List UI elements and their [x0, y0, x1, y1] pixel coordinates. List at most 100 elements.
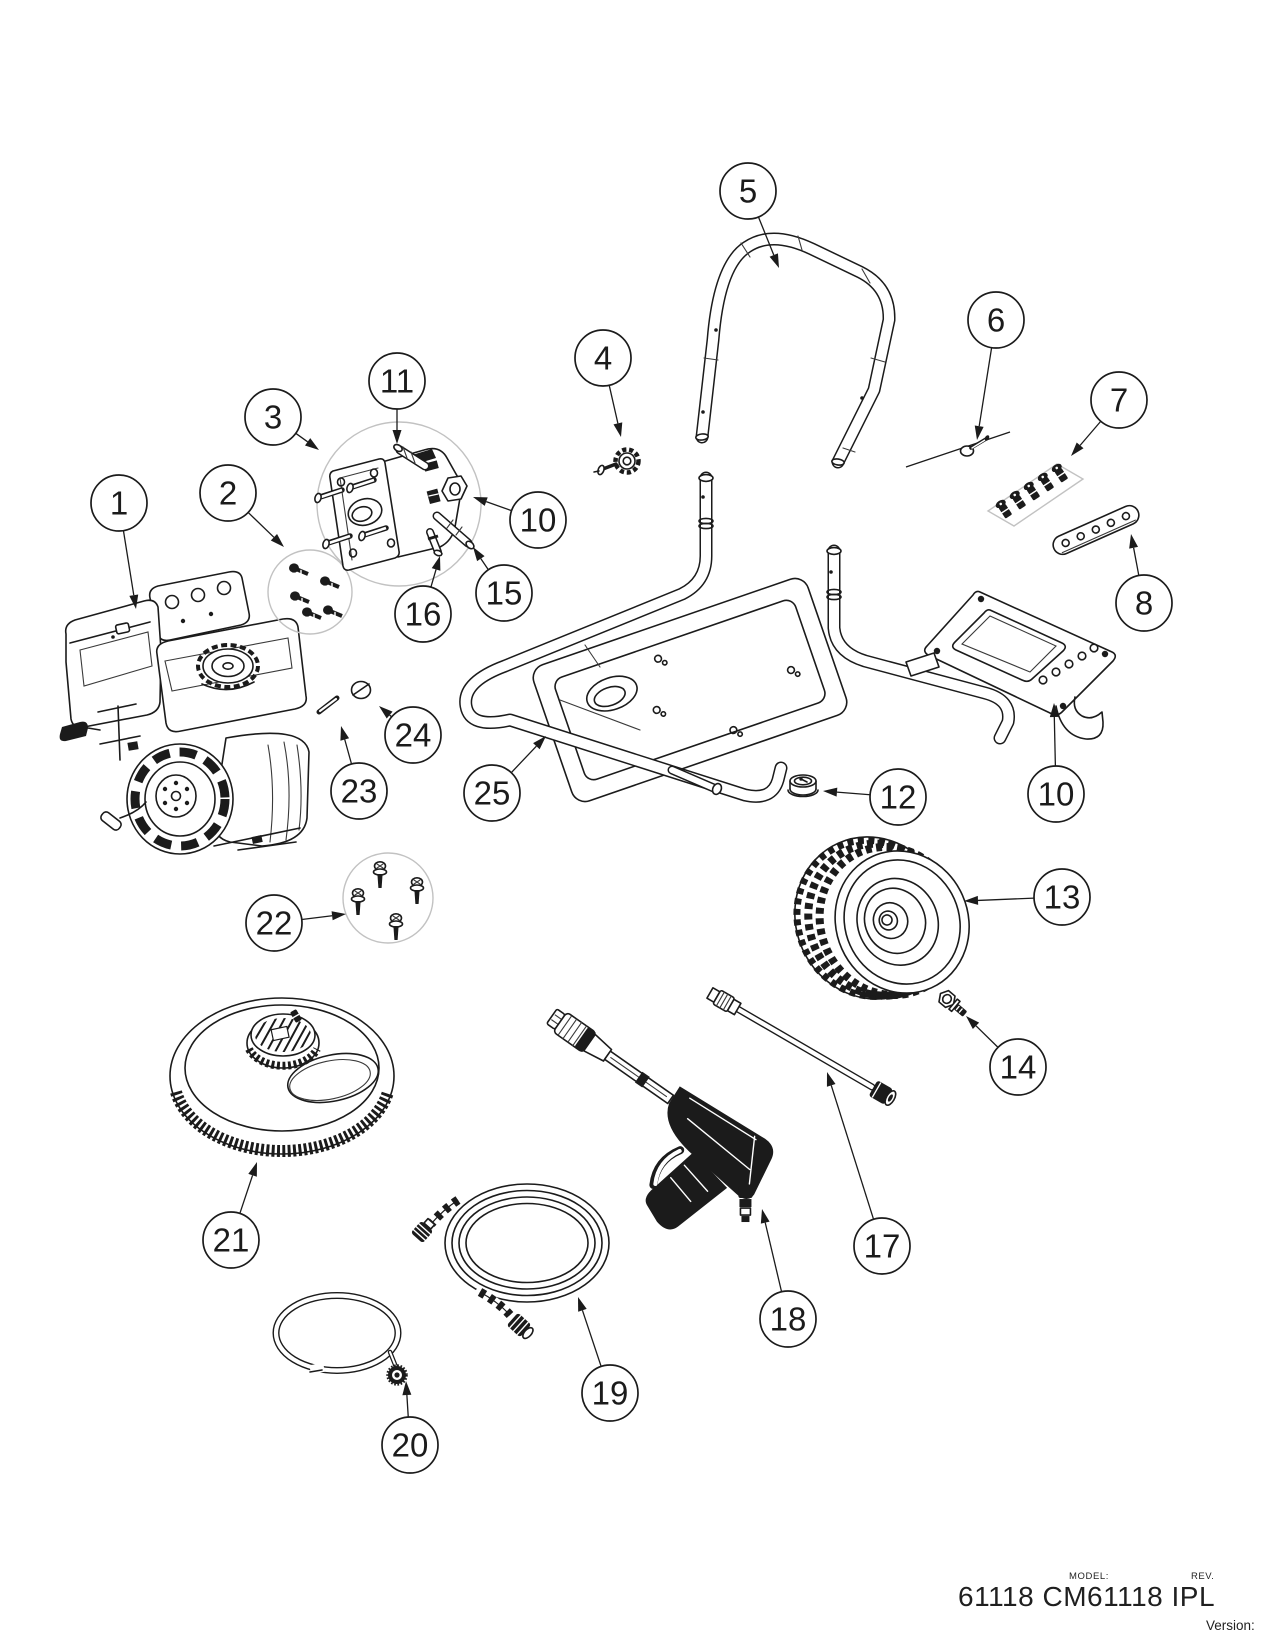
- version-label: Version:: [1206, 1618, 1255, 1633]
- leader-arrowhead: [533, 736, 546, 750]
- leader-arrowhead: [1049, 703, 1059, 718]
- leader-arrowhead: [431, 556, 441, 571]
- callout-number: 12: [880, 779, 917, 816]
- lance-illustration: [706, 987, 897, 1107]
- pump-assembly-illustration: [314, 421, 482, 587]
- callout-13-wheel: 13: [964, 868, 1091, 926]
- callout-10-panel-fastener: 10: [1027, 703, 1085, 823]
- callout-number: 24: [395, 717, 432, 754]
- callout-16-pump-lower-fitting: 16: [394, 556, 452, 643]
- callout-number: 21: [213, 1222, 250, 1259]
- callout-balloon: [90, 474, 148, 532]
- callout-number: 19: [592, 1375, 629, 1412]
- leader-line: [977, 897, 1035, 902]
- callout-11-pump-outlet-barb: 11: [368, 352, 426, 444]
- pump-inlet-barb: [432, 511, 475, 550]
- callout-6-hitch-pin: 6: [967, 291, 1025, 440]
- callout-balloon: [463, 764, 521, 822]
- callout-14-wheel-bolt: 14: [966, 1016, 1047, 1096]
- leader-arrowhead: [966, 1016, 980, 1030]
- callout-5-handle: 5: [719, 162, 779, 268]
- frame-illustration: [459, 471, 1015, 803]
- callout-15-pump-inlet-barb: 15: [473, 547, 533, 622]
- siphon-filter: [386, 1364, 408, 1386]
- mount-screws-illustration: [342, 852, 434, 944]
- leader-arrowhead: [392, 430, 402, 444]
- plate-keyhole-slots: [652, 654, 801, 738]
- panel-screws: [933, 595, 1109, 710]
- leader-arrowhead: [1071, 442, 1084, 456]
- callout-10-pump-fitting: 10: [473, 491, 567, 549]
- callout-number: 14: [1000, 1049, 1037, 1086]
- callout-balloon: [581, 1364, 639, 1422]
- callout-3-pump-assembly: 3: [244, 388, 319, 450]
- callout-number: 6: [987, 302, 1005, 339]
- leader-line: [485, 501, 512, 512]
- pump-bolts-illustration: [267, 549, 353, 635]
- leader-line: [836, 791, 871, 796]
- cap-illustration: [350, 680, 372, 700]
- callout-25-frame: 25: [463, 736, 546, 822]
- callout-2-pump-bolts: 2: [199, 464, 284, 547]
- fuel-tank: [155, 617, 308, 733]
- callout-number: 3: [264, 399, 282, 436]
- leader-line: [344, 739, 353, 765]
- callout-balloon: [967, 291, 1025, 349]
- callout-number: 25: [474, 775, 511, 812]
- axle-stub: [667, 765, 723, 796]
- hose-nut-top: [411, 1217, 436, 1243]
- callout-22-mount-screws: 22: [245, 894, 346, 952]
- nozzle-set-illustration: [986, 463, 1085, 527]
- fuel-cap: [196, 643, 260, 689]
- hose-illustration: [411, 1183, 610, 1340]
- callout-8-nozzle-holder: 8: [1115, 534, 1173, 632]
- leader-line: [764, 1222, 783, 1292]
- callout-number: 7: [1110, 382, 1128, 419]
- hose-nut-bottom: [507, 1313, 534, 1340]
- leader-line: [406, 1394, 409, 1418]
- recoil-starter: [100, 743, 234, 855]
- callout-balloon: [394, 585, 452, 643]
- callout-1-engine: 1: [90, 474, 148, 609]
- callout-balloon: [869, 768, 927, 826]
- callout-balloon: [202, 1211, 260, 1269]
- panel-holes: [1038, 643, 1099, 685]
- nozzle-holder-illustration: [1052, 504, 1140, 556]
- wheel-bolt-illustration: [938, 989, 967, 1017]
- leader-arrowhead: [331, 911, 346, 921]
- cleaner-knob: [245, 1009, 321, 1070]
- spray-gun-illustration: [546, 1008, 774, 1230]
- surface-cleaner-illustration: [169, 997, 395, 1157]
- leader-line: [295, 432, 309, 443]
- callout-number: 18: [770, 1301, 807, 1338]
- callout-balloon: [330, 762, 388, 820]
- leader-arrowhead: [379, 706, 393, 719]
- leader-line: [301, 915, 333, 921]
- callout-12-axle-cap: 12: [823, 768, 927, 826]
- leader-line: [430, 569, 437, 588]
- leader-line: [510, 745, 537, 774]
- callout-balloon: [245, 894, 303, 952]
- pump-lower-fitting: [426, 528, 443, 557]
- handle-knob-illustration: [593, 447, 641, 476]
- callout-balloon: [475, 564, 533, 622]
- callout-number: 17: [864, 1228, 901, 1265]
- leader-line: [1079, 420, 1102, 446]
- leader-arrowhead: [305, 438, 319, 450]
- callout-20-siphon-tube: 20: [381, 1381, 439, 1474]
- callout-balloon: [1027, 765, 1085, 823]
- pump-studs: [314, 477, 389, 550]
- callout-number: 5: [739, 173, 757, 210]
- model-value: 61118 CM61118 IPL: [958, 1581, 1216, 1612]
- pump-mounting-plate: [314, 458, 400, 571]
- callout-balloon: [368, 352, 426, 410]
- axle-cap-illustration: [787, 774, 819, 798]
- leader-arrowhead: [760, 1209, 770, 1224]
- leader-line: [608, 385, 619, 424]
- callout-number: 11: [380, 363, 414, 400]
- callout-7-nozzle-set: 7: [1071, 371, 1148, 456]
- callout-number: 1: [110, 485, 128, 522]
- leader-arrowhead: [340, 726, 350, 741]
- callout-balloon: [244, 388, 302, 446]
